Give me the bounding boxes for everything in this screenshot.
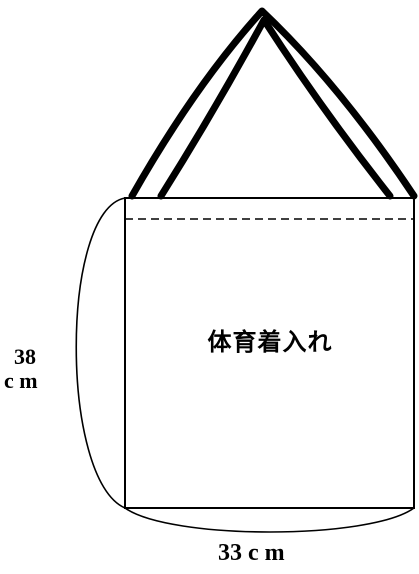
height-dimension-value: 38: [14, 344, 36, 369]
height-dimension-arc: [75, 197, 126, 509]
outer-handle: [128, 7, 418, 200]
width-dimension-label: 33 c m: [218, 540, 285, 566]
bag-handles: [128, 7, 418, 200]
width-dimension-arc: [124, 507, 415, 533]
bag-body: [124, 197, 415, 509]
bag-label: 体育着入れ: [207, 328, 333, 356]
inner-handle: [157, 16, 394, 200]
height-dimension-unit: c m: [4, 368, 38, 393]
